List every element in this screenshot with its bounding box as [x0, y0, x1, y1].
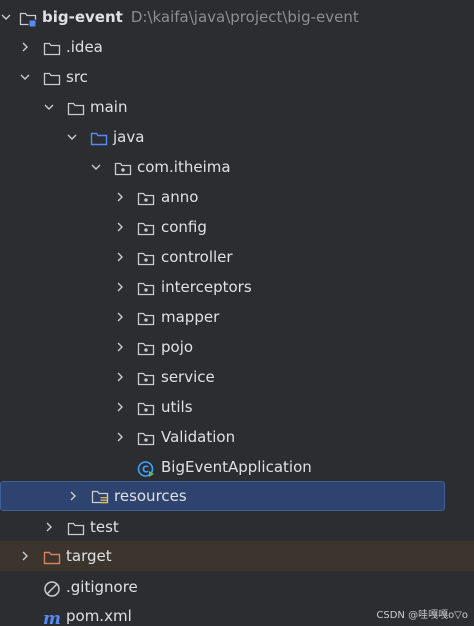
svg-text:C: C	[142, 465, 149, 476]
root-folder-label: big-event D:\kaifa\java\project\big-event	[42, 2, 359, 32]
tree-item-label: main	[90, 98, 128, 116]
package-icon	[137, 368, 155, 386]
chevron-right-icon[interactable]	[114, 332, 126, 362]
tree-item-package[interactable]: interceptors	[0, 272, 474, 302]
chevron-down-icon[interactable]	[66, 122, 78, 152]
tree-item-application-class[interactable]: C BigEventApplication	[0, 452, 474, 482]
tree-item-main[interactable]: main	[0, 92, 474, 122]
tree-item-label: pojo	[161, 338, 194, 356]
tree-item-package[interactable]: service	[0, 362, 474, 392]
chevron-right-icon[interactable]	[114, 272, 126, 302]
tree-item-package[interactable]: utils	[0, 392, 474, 422]
tree-item-com-itheima[interactable]: com.itheima	[0, 152, 474, 182]
chevron-right-icon[interactable]	[114, 362, 126, 392]
tree-item-src[interactable]: src	[0, 62, 474, 92]
chevron-right-icon[interactable]	[114, 242, 126, 272]
chevron-down-icon[interactable]	[90, 152, 102, 182]
package-icon	[137, 308, 155, 326]
tree-item-label: config	[161, 218, 207, 236]
tree-item-label: pom.xml	[66, 607, 132, 625]
watermark: CSDN @哇嘎嘎o▽o	[376, 610, 468, 621]
tree-item-label: anno	[161, 188, 199, 206]
excluded-folder-icon	[43, 547, 61, 565]
root-folder-path: D:\kaifa\java\project\big-event	[130, 8, 359, 26]
tree-item-package[interactable]: pojo	[0, 332, 474, 362]
chevron-right-icon[interactable]	[43, 512, 55, 542]
tree-item-label: java	[113, 128, 145, 146]
tree-item-target[interactable]: target	[0, 541, 474, 571]
tree-item-package[interactable]: anno	[0, 182, 474, 212]
package-icon	[137, 398, 155, 416]
tree-item-package[interactable]: mapper	[0, 302, 474, 332]
resources-folder-icon	[91, 487, 109, 505]
tree-item-java[interactable]: java	[0, 122, 474, 152]
package-icon	[137, 248, 155, 266]
tree-item-big-event[interactable]: big-event D:\kaifa\java\project\big-event	[0, 2, 474, 32]
package-icon	[137, 278, 155, 296]
package-icon	[137, 188, 155, 206]
chevron-right-icon[interactable]	[67, 482, 79, 510]
tree-item-label: service	[161, 368, 215, 386]
chevron-right-icon[interactable]	[19, 32, 31, 62]
package-icon	[137, 218, 155, 236]
ignore-file-icon	[43, 578, 61, 597]
tree-item-label: utils	[161, 398, 193, 416]
tree-item-label: src	[66, 68, 88, 86]
folder-icon	[67, 98, 85, 116]
spring-boot-class-icon: C	[137, 458, 155, 477]
tree-item-idea[interactable]: .idea	[0, 32, 474, 62]
tree-item-label: .idea	[66, 38, 103, 56]
root-folder-name: big-event	[42, 8, 123, 26]
tree-item-label: test	[90, 518, 119, 536]
package-icon	[137, 428, 155, 446]
tree-item-pom[interactable]: m pom.xml	[0, 601, 474, 626]
chevron-right-icon[interactable]	[114, 302, 126, 332]
tree-item-package[interactable]: Validation	[0, 422, 474, 452]
tree-item-resources[interactable]: resources	[0, 481, 445, 511]
tree-item-label: controller	[161, 248, 233, 266]
source-folder-icon	[90, 128, 108, 146]
tree-item-label: interceptors	[161, 278, 252, 296]
chevron-down-icon[interactable]	[43, 92, 55, 122]
tree-item-label: Validation	[161, 428, 236, 446]
chevron-right-icon[interactable]	[114, 422, 126, 452]
package-icon	[114, 158, 132, 176]
tree-item-label: BigEventApplication	[161, 458, 312, 476]
tree-item-label: .gitignore	[66, 578, 138, 596]
chevron-right-icon[interactable]	[114, 392, 126, 422]
chevron-down-icon[interactable]	[0, 2, 12, 32]
tree-item-label: resources	[114, 487, 187, 505]
chevron-down-icon[interactable]	[19, 62, 31, 92]
folder-icon	[43, 68, 61, 86]
tree-item-label: mapper	[161, 308, 220, 326]
module-folder-icon	[19, 8, 37, 28]
tree-item-package[interactable]: config	[0, 212, 474, 242]
chevron-right-icon[interactable]	[19, 541, 31, 571]
folder-icon	[67, 518, 85, 536]
tree-item-test[interactable]: test	[0, 512, 474, 542]
tree-item-package[interactable]: controller	[0, 242, 474, 272]
maven-icon: m	[43, 607, 61, 626]
svg-text:m: m	[43, 609, 61, 626]
chevron-right-icon[interactable]	[114, 182, 126, 212]
package-icon	[137, 338, 155, 356]
tree-item-label: target	[66, 547, 112, 565]
chevron-right-icon[interactable]	[114, 212, 126, 242]
tree-item-label: com.itheima	[137, 158, 231, 176]
folder-icon	[43, 38, 61, 56]
tree-item-gitignore[interactable]: .gitignore	[0, 572, 474, 602]
